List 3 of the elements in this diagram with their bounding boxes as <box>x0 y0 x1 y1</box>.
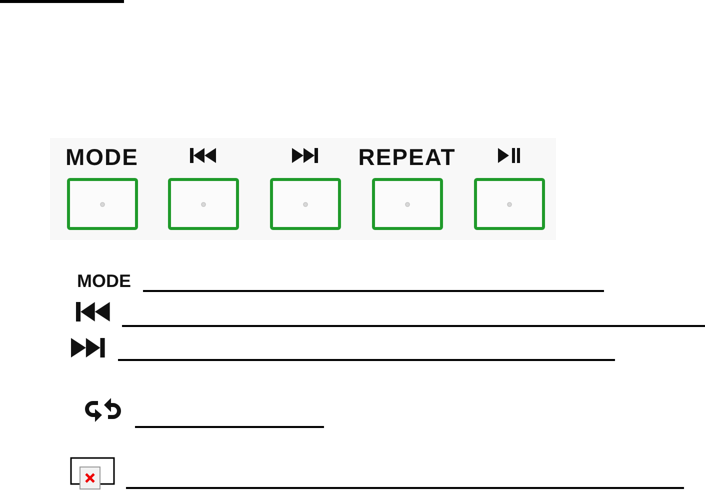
button-label: MODE <box>64 146 140 168</box>
button-name: MODE <box>77 271 131 291</box>
button-label: REPEAT <box>357 146 457 168</box>
